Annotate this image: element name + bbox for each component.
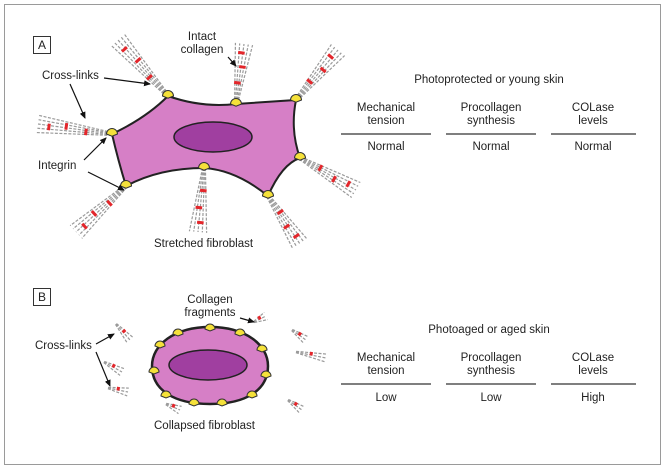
arrow-integrin-1 xyxy=(83,137,107,161)
arrow-b-cross-links-1 xyxy=(95,333,115,345)
integrin-a-3 xyxy=(289,94,303,103)
label-stretched-fibroblast: Stretched fibroblast xyxy=(154,238,254,250)
integrin-a-5 xyxy=(293,152,307,161)
fiber-a-1 xyxy=(111,33,170,98)
fiber-a-2 xyxy=(233,42,254,105)
integrin-b-4 xyxy=(256,344,268,353)
fiber-a-5 xyxy=(298,156,361,198)
col-a-mechanical-tension: Mechanical tension xyxy=(356,102,416,127)
arrow-cross-links-1 xyxy=(103,77,151,87)
integrin-b-7 xyxy=(216,398,228,407)
collagen-fragments-b xyxy=(103,312,327,415)
col-a-procollagen-synthesis: Procollagen synthesis xyxy=(460,102,522,127)
fragment-b-5 xyxy=(291,328,309,344)
integrin-b-1 xyxy=(172,328,184,337)
arrow-intact-collagen xyxy=(227,56,237,67)
condition-b: Photoaged or aged skin xyxy=(428,324,550,336)
fragment-b-3 xyxy=(107,386,129,397)
arrow-integrin-2 xyxy=(87,171,125,191)
val-b-mechanical-tension: Low xyxy=(375,392,397,404)
val-a-mechanical-tension: Normal xyxy=(367,141,405,153)
label-cross-links-b: Cross-links xyxy=(35,340,92,352)
integrins xyxy=(105,90,307,407)
val-b-procollagen-synthesis: Low xyxy=(480,392,502,404)
integrin-a-2 xyxy=(229,98,243,107)
integrin-b-11 xyxy=(154,340,166,349)
col-b-mechanical-tension: Mechanical tension xyxy=(356,352,416,377)
integrin-b-3 xyxy=(234,328,246,337)
panel-b-letter: B xyxy=(33,288,51,306)
label-intact-collagen: Intact collagen xyxy=(180,31,224,56)
integrin-b-9 xyxy=(160,390,172,399)
integrin-a-4 xyxy=(105,128,119,137)
arrow-collagen-fragments xyxy=(239,317,255,324)
figure-frame xyxy=(4,4,661,465)
fiber-a-4 xyxy=(36,114,113,137)
nucleus-a xyxy=(173,121,253,153)
integrin-b-2 xyxy=(204,323,216,332)
label-collapsed-fibroblast: Collapsed fibroblast xyxy=(154,420,256,432)
integrin-b-8 xyxy=(188,398,200,407)
fragment-b-2 xyxy=(103,360,125,376)
fragment-b-7 xyxy=(287,398,305,414)
fragment-b-8 xyxy=(165,402,182,415)
arrow-b-cross-links-2 xyxy=(95,351,111,387)
fiber-a-8 xyxy=(69,184,128,239)
val-a-procollagen-synthesis: Normal xyxy=(472,141,510,153)
fragment-b-4 xyxy=(253,312,268,324)
integrin-b-6 xyxy=(246,390,258,399)
fragment-b-6 xyxy=(295,350,327,363)
label-cross-links-a: Cross-links xyxy=(42,70,99,82)
integrin-a-6 xyxy=(261,190,275,199)
val-a-colase-levels: Normal xyxy=(574,141,612,153)
nucleus-b xyxy=(168,349,248,381)
integrin-a-8 xyxy=(119,180,133,189)
col-b-procollagen-synthesis: Procollagen synthesis xyxy=(460,352,522,377)
col-b-colase-levels: COLase levels xyxy=(571,352,615,377)
condition-a: Photoprotected or young skin xyxy=(414,74,564,86)
fragment-b-1 xyxy=(114,323,134,343)
collagen-fibers-a xyxy=(36,33,361,250)
fiber-a-7 xyxy=(188,167,208,233)
integrin-a-1 xyxy=(161,90,175,99)
integrin-b-10 xyxy=(148,366,160,375)
arrow-cross-links-2 xyxy=(69,83,86,119)
val-b-colase-levels: High xyxy=(581,392,605,404)
label-collagen-fragments: Collagen fragments xyxy=(184,294,236,319)
integrin-a-7 xyxy=(197,162,211,171)
col-a-colase-levels: COLase levels xyxy=(571,102,615,127)
fiber-a-6 xyxy=(266,194,308,250)
fiber-a-3 xyxy=(294,44,346,102)
label-integrin: Integrin xyxy=(38,160,77,172)
panel-a-letter: A xyxy=(33,36,51,54)
integrin-b-5 xyxy=(260,370,272,379)
